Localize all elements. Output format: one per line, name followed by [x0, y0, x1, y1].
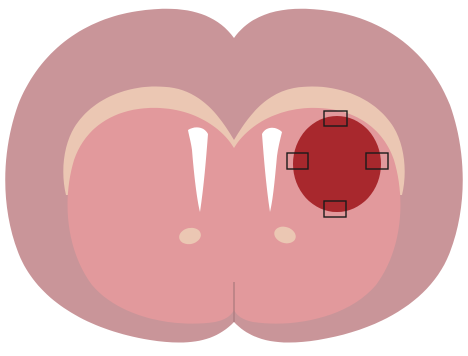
lesion-region — [293, 116, 381, 212]
